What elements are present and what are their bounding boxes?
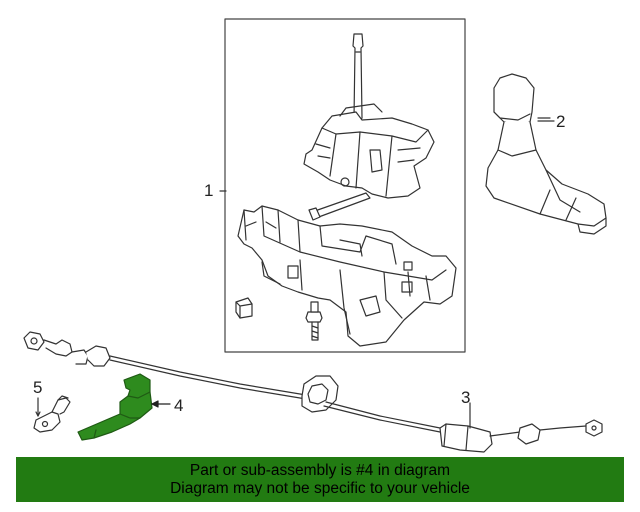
callout-3: 3	[461, 388, 471, 407]
disclaimer-banner: Part or sub-assembly is #4 in diagram Di…	[16, 457, 624, 502]
callout-5: 5	[33, 378, 43, 397]
callout-2: 2	[556, 112, 566, 131]
banner-line-2: Diagram may not be specific to your vehi…	[170, 479, 470, 497]
callout-4: 4	[174, 396, 184, 415]
callout-1: 1	[204, 181, 214, 200]
part-1-shifter-assembly[interactable]	[219, 18, 466, 353]
part-3-shift-cable[interactable]	[23, 331, 603, 453]
banner-line-1: Part or sub-assembly is #4 in diagram	[189, 461, 451, 479]
part-2-shift-knob[interactable]	[485, 73, 607, 235]
part-5-clip[interactable]	[33, 395, 71, 433]
part-4-cable-bracket[interactable]	[77, 373, 171, 441]
